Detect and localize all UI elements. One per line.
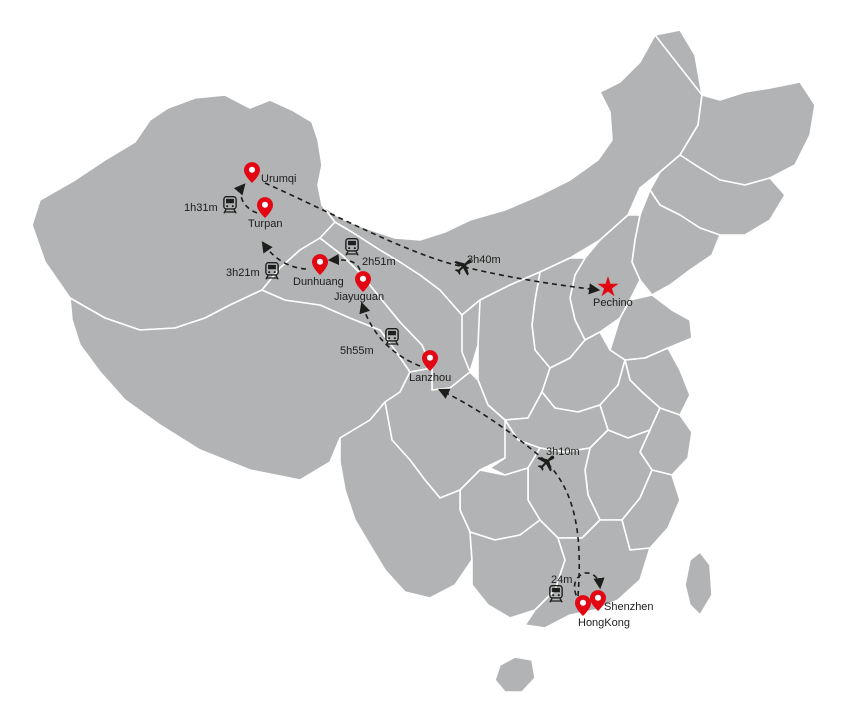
duration-label: 2h51m bbox=[362, 256, 396, 268]
city-label-urumqi: Urumqi bbox=[261, 173, 296, 185]
route-jiayuguan-dunhuang bbox=[327, 253, 361, 271]
route-dunhuang-turpan bbox=[261, 241, 307, 270]
city-labels: Urumqi Turpan Dunhuang Jiayuguan Lanzhou… bbox=[248, 173, 654, 629]
duration-label: 24m bbox=[551, 574, 572, 586]
city-label-jiayuguan: Jiayuguan bbox=[334, 291, 384, 303]
china-landmass bbox=[31, 29, 816, 693]
leg-durations: 24m 3h10m 5h55m 2h51m 3h21m 1h31m 3h40m bbox=[184, 202, 580, 586]
island-taiwan bbox=[684, 551, 713, 616]
city-label-shenzhen: Shenzhen bbox=[604, 601, 654, 613]
duration-label: 3h40m bbox=[467, 254, 501, 266]
city-label-dunhuang: Dunhuang bbox=[293, 276, 344, 288]
duration-label: 1h31m bbox=[184, 202, 218, 214]
city-label-lanzhou: Lanzhou bbox=[409, 372, 451, 384]
duration-label: 3h10m bbox=[546, 446, 580, 458]
province-yunnan bbox=[339, 401, 473, 599]
island-hainan bbox=[494, 656, 536, 693]
star-icon bbox=[597, 276, 619, 297]
duration-label: 3h21m bbox=[226, 267, 260, 279]
duration-label: 5h55m bbox=[340, 345, 374, 357]
route-hongkong-shenzhen bbox=[573, 572, 605, 604]
route-turpan-urumqi bbox=[233, 183, 258, 214]
route-lanzhou-jiayuguan bbox=[359, 301, 421, 367]
province-ningxia bbox=[461, 299, 481, 373]
city-label-hongkong: HongKong bbox=[578, 617, 630, 629]
city-label-pechino: Pechino bbox=[593, 297, 633, 309]
city-markers bbox=[244, 162, 619, 616]
city-label-turpan: Turpan bbox=[248, 218, 282, 230]
